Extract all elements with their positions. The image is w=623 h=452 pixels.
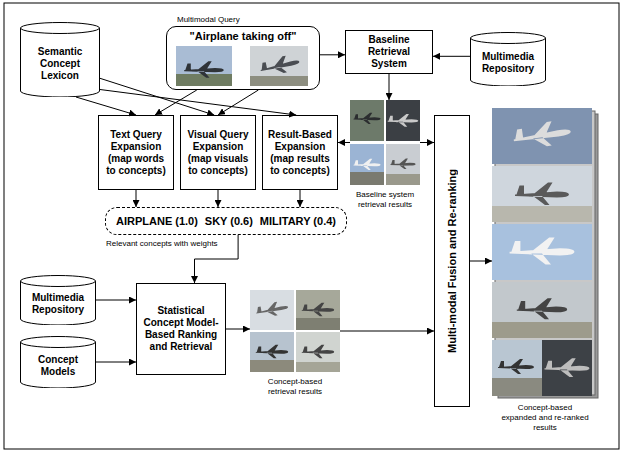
arrow-connector (470, 261, 492, 262)
node-label: Baseline Retrieval System (350, 34, 428, 70)
database-cylinder: Multimedia Repository (470, 32, 546, 86)
node-label: Result-Based Expansion (map results to c… (267, 129, 333, 177)
arrow-connector (96, 300, 136, 301)
node-label: Semantic Concept Lexicon (24, 46, 96, 82)
database-cylinder: Concept Models (20, 336, 96, 388)
caption-text: Multimodal Query (177, 15, 307, 25)
ranking-box: Statistical Concept Model-Based Ranking … (136, 283, 226, 375)
arrow-connector (433, 56, 470, 57)
caption-text: Concept-based retrieval results (255, 377, 335, 397)
node-label: Concept Models (24, 354, 92, 378)
process-box: Baseline Retrieval System (345, 30, 433, 74)
arrow-connector (96, 362, 136, 363)
query-image (176, 46, 232, 86)
expansion-box: Result-Based Expansion (map results to c… (262, 115, 338, 190)
result-thumbnails: Concept-based expanded and re-ranked res… (492, 108, 598, 398)
concept-list: AIRPLANE (1.0)SKY (0.6)MILITARY (0.4)Rel… (105, 207, 347, 235)
figure-frame (4, 3, 619, 449)
arrow-connector (338, 142, 350, 143)
node-label: Text Query Expansion (map words to conce… (103, 129, 169, 177)
arrow-connector (420, 142, 434, 143)
node-label: Multimedia Repository (474, 51, 542, 75)
node-label: Statistical Concept Model-Based Ranking … (141, 305, 221, 353)
node-label: Multi-modal Fusion and Re-ranking (446, 169, 458, 353)
arrow-connector (100, 90, 296, 116)
arrow-connector (218, 190, 219, 207)
database-cylinder: Semantic Concept Lexicon (20, 22, 100, 97)
arrow-connector (226, 329, 250, 330)
node-label: Multimedia Repository (24, 292, 92, 316)
query-box: Multimodal Query"Airplane taking off" (166, 26, 320, 90)
node-label: "Airplane taking off" (190, 30, 297, 42)
baseline-thumbnails (350, 100, 420, 185)
reranked-thumbnails (492, 108, 598, 398)
node-label: AIRPLANE (1.0) (116, 215, 198, 227)
query-image (250, 46, 308, 86)
node-label: Visual Query Expansion (map visuals to c… (185, 129, 251, 177)
arrow-connector (76, 97, 136, 115)
caption-text: Concept-based expanded and re-ranked res… (500, 403, 590, 433)
expansion-box: Text Query Expansion (map words to conce… (98, 115, 174, 190)
arrow-connector (300, 190, 301, 207)
expansion-box: Visual Query Expansion (map visuals to c… (180, 115, 256, 190)
node-label: SKY (0.6) (205, 215, 253, 227)
database-cylinder: Multimedia Repository (20, 275, 96, 325)
result-thumbnails: Concept-based retrieval results (250, 290, 340, 372)
arrow-connector (389, 74, 390, 100)
arrow-connector (340, 331, 434, 332)
arrow-connector (155, 90, 197, 115)
fusion-box: Multi-modal Fusion and Re-ranking (434, 115, 470, 407)
arrow-connector (218, 90, 258, 115)
caption-text: Relevant concepts with weights (106, 239, 256, 249)
arrow-connector (320, 54, 345, 55)
arrow-connector (136, 190, 137, 207)
result-thumbnails: Baseline system retrieval results (350, 100, 420, 185)
concept-thumbnails (250, 290, 340, 372)
node-label: MILITARY (0.4) (260, 215, 336, 227)
caption-text: Baseline system retrieval results (346, 190, 424, 210)
